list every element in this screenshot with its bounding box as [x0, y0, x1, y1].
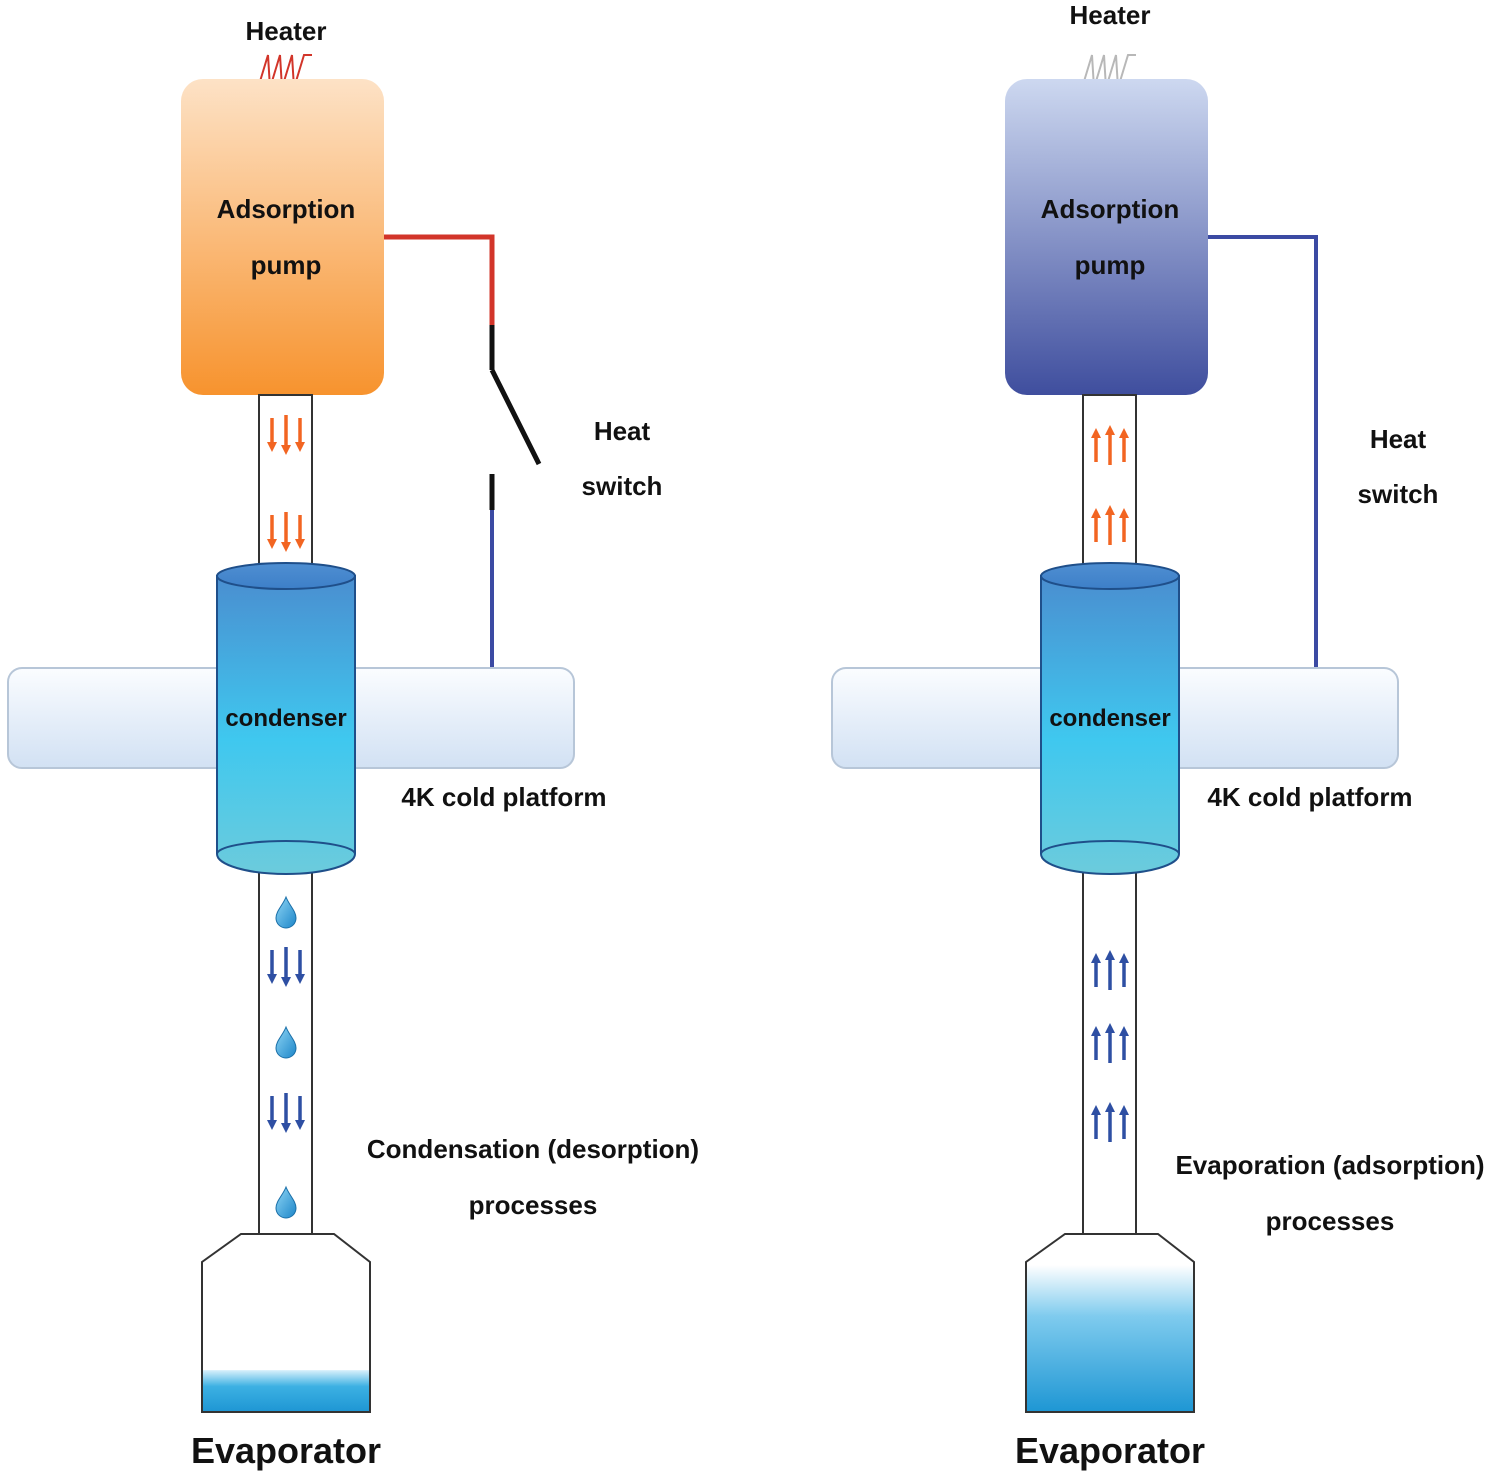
- left-process-label-line1: Condensation (desorption): [367, 1134, 699, 1164]
- left-droplet-icon-1: [275, 895, 297, 929]
- left-evaporator-label: Evaporator: [191, 1430, 381, 1471]
- left-condenser-label: condenser: [225, 705, 346, 732]
- left-condenser-cap: [216, 562, 356, 590]
- left-platform-label: 4K cold platform: [401, 782, 606, 812]
- left-heater-label: Heater: [246, 16, 327, 46]
- right-vapor-arrows-lower-1: [1091, 950, 1129, 990]
- right-evaporator-liquid: [1027, 1265, 1193, 1411]
- left-evaporator-vessel: [201, 1233, 371, 1413]
- right-heater-label: Heater: [1070, 0, 1151, 30]
- left-liquid-arrows-1: [267, 947, 305, 987]
- right-condenser-body: [1040, 575, 1180, 875]
- left-pump-label-line2: pump: [251, 250, 322, 280]
- right-pump-label-line2: pump: [1075, 250, 1146, 280]
- left-vapor-arrows-2: [267, 512, 305, 552]
- left-lower-arrows: [267, 947, 305, 1133]
- left-adsorption-pump: [181, 79, 384, 395]
- left-switch-wire-hot: [384, 234, 495, 325]
- right-switch-label-line2: switch: [1358, 479, 1439, 509]
- right-vapor-arrows-1: [1091, 425, 1129, 465]
- right-process-label-line2: processes: [1266, 1206, 1395, 1236]
- right-lower-arrows: [1091, 950, 1129, 1142]
- left-switch-blade: [489, 368, 542, 466]
- right-pump-label-line1: Adsorption: [1041, 194, 1180, 224]
- right-vapor-arrows-lower-3: [1091, 1102, 1129, 1142]
- right-evaporator-label: Evaporator: [1015, 1430, 1205, 1471]
- right-vapor-arrows-2: [1091, 505, 1129, 545]
- left-vapor-arrows-1: [267, 415, 305, 455]
- left-liquid-arrows-2: [267, 1093, 305, 1133]
- right-condenser-base: [1040, 840, 1180, 855]
- right-panel: Heater Adsorption pump Heat switch 4K co…: [831, 0, 1485, 1471]
- right-process-label-line1: Evaporation (adsorption): [1175, 1150, 1484, 1180]
- right-platform-label: 4K cold platform: [1207, 782, 1412, 812]
- right-switch-label-line1: Heat: [1370, 424, 1427, 454]
- right-upper-tube: [1082, 394, 1137, 574]
- left-condenser-base: [216, 840, 356, 855]
- right-condenser-cap: [1040, 562, 1180, 590]
- left-panel: Heater Adsorption pump Heat switch 4K co…: [7, 16, 699, 1471]
- left-upper-arrows: [267, 415, 305, 552]
- right-upper-arrows: [1091, 425, 1129, 545]
- right-condenser-label: condenser: [1049, 705, 1170, 732]
- left-droplet-icon-3: [275, 1185, 297, 1219]
- left-droplet-icon-2: [275, 1025, 297, 1059]
- left-droplets: [275, 895, 297, 1219]
- left-pump-label-line1: Adsorption: [217, 194, 356, 224]
- left-process-label-line2: processes: [469, 1190, 598, 1220]
- right-adsorption-pump: [1005, 79, 1208, 395]
- right-switch-wire: [1208, 235, 1318, 668]
- left-switch-label-line2: switch: [582, 471, 663, 501]
- left-evaporator-liquid: [203, 1370, 369, 1411]
- left-condenser-body: [216, 575, 356, 875]
- left-switch-label-line1: Heat: [594, 416, 651, 446]
- right-vapor-arrows-lower-2: [1091, 1023, 1129, 1063]
